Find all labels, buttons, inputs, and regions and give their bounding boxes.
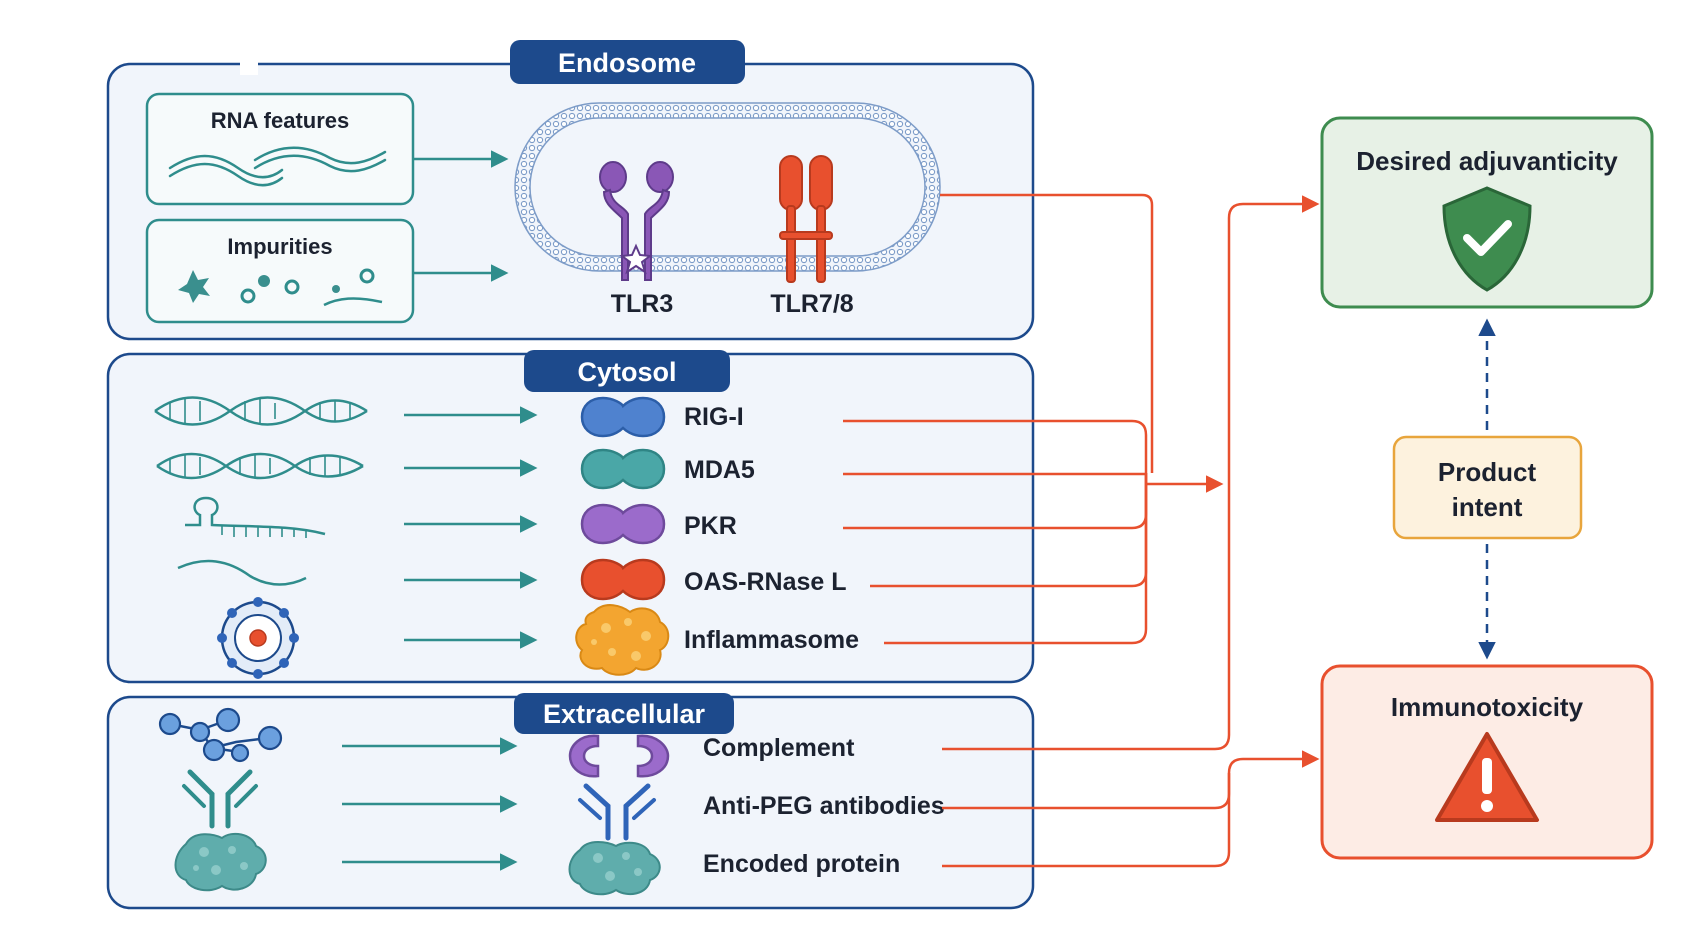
product-intent-line2: intent — [1452, 492, 1523, 522]
molecule-network-icon — [158, 707, 283, 763]
extracellular-panel: Extracellular — [106, 693, 1035, 910]
tlr3-receptor-icon — [599, 161, 674, 281]
rna-features-label: RNA features — [211, 108, 350, 133]
immunotoxicity-label: Immunotoxicity — [1391, 692, 1584, 722]
signal-connectors — [843, 193, 1320, 868]
hairpin-rna-icon — [185, 496, 326, 538]
shield-check-icon — [1442, 186, 1532, 292]
sensor-label-rig-i: RIG-I — [684, 403, 744, 431]
antibody-icon — [578, 783, 656, 841]
protein-blob-icon — [174, 832, 267, 892]
desired-adjuvanticity-label: Desired adjuvanticity — [1356, 146, 1618, 176]
tlr78-receptor-icon — [779, 155, 833, 283]
extracellular-title-badge: Extracellular — [514, 693, 734, 734]
cytosol-arrows — [404, 406, 538, 649]
sensor-label-inflammasome: Inflammasome — [684, 626, 859, 654]
desired-adjuvanticity-box: Desired adjuvanticity — [1320, 116, 1654, 309]
impurities-label: Impurities — [227, 234, 332, 259]
impurities-box: Impurities — [145, 218, 415, 324]
extracellular-label-anti-peg: Anti-PEG antibodies — [703, 792, 945, 820]
ssrna-icon — [177, 559, 307, 586]
extracellular-arrows — [342, 737, 518, 871]
tlr3-label: TLR3 — [611, 290, 674, 318]
sensor-label-pkr: PKR — [684, 512, 737, 540]
extracellular-label-encoded-protein: Encoded protein — [703, 850, 900, 878]
dsrna-helix-icon — [156, 452, 364, 480]
extracellular-label-complement: Complement — [703, 734, 855, 762]
endosome-title-badge: Endosome — [510, 40, 745, 84]
antibody-icon — [182, 769, 258, 829]
product-intent-line1: Product — [1438, 457, 1537, 487]
tlr78-label: TLR7/8 — [770, 290, 853, 318]
sensor-protein-icon — [580, 396, 666, 601]
immunotoxicity-box: Immunotoxicity — [1320, 664, 1654, 860]
cytosol-panel: Cytosol — [106, 350, 1035, 684]
product-intent-box: Product intent — [1392, 435, 1583, 540]
inflammasome-complex-icon — [217, 597, 299, 679]
protein-blob-icon — [568, 841, 661, 896]
impurity-particles-icon — [178, 268, 383, 307]
endosome-membrane-icon — [514, 102, 941, 272]
sensor-label-oas-rnase-l: OAS-RNase L — [684, 568, 847, 596]
endosome-panel: Endosome RNA features Impurities — [106, 40, 1035, 341]
inflammasome-blob-icon — [575, 604, 670, 676]
rna-features-box: RNA features — [145, 92, 415, 206]
warning-triangle-icon — [1435, 732, 1539, 822]
cytosol-title-badge: Cytosol — [524, 350, 730, 392]
endosome-title: Endosome — [558, 48, 696, 78]
rna-strand-icon — [168, 146, 387, 187]
cytosol-title: Cytosol — [577, 357, 676, 387]
sensor-label-mda5: MDA5 — [684, 456, 755, 484]
dsrna-helix-icon — [154, 396, 368, 426]
extracellular-title: Extracellular — [543, 699, 706, 729]
complement-icon — [568, 734, 670, 778]
